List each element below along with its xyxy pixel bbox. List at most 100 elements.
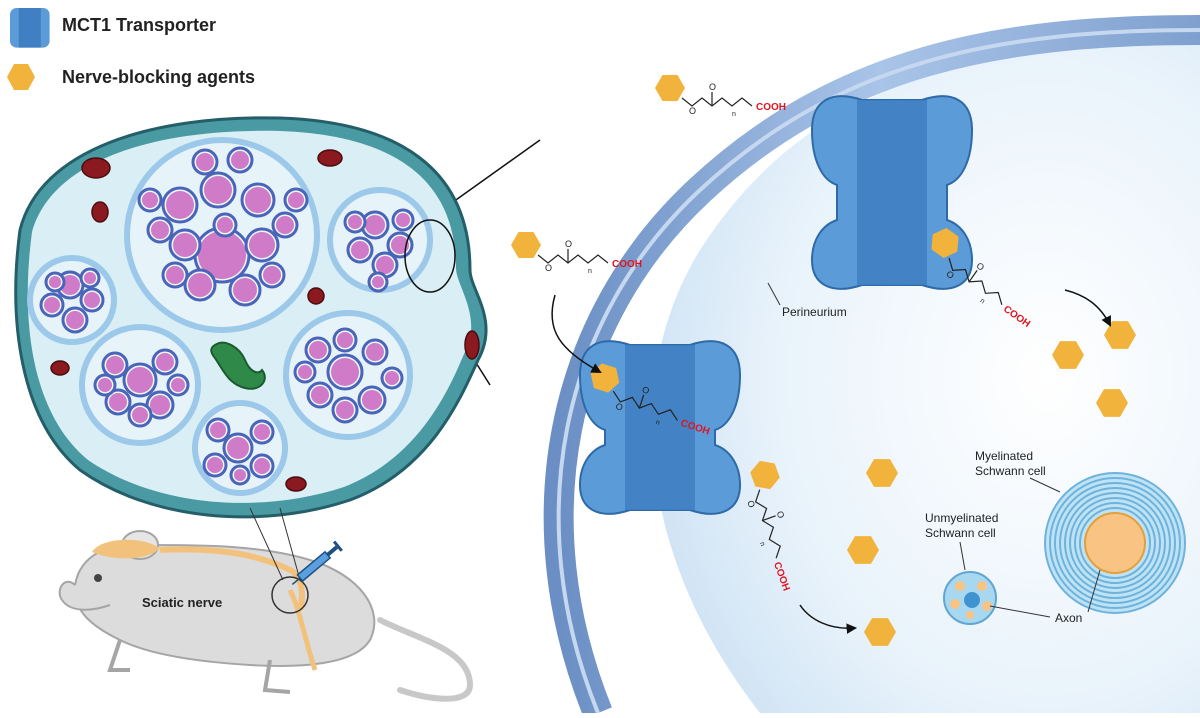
blood-vessel [285, 476, 307, 492]
axon-core [217, 217, 233, 233]
agent-hexagon [655, 75, 685, 101]
axon-core [276, 216, 294, 234]
unmyelinated-axon-1 [955, 581, 965, 591]
blood-vessel [91, 201, 109, 223]
perineurium-pointer [767, 282, 781, 306]
axon-core [254, 458, 270, 474]
mouse-tail [377, 617, 474, 702]
axon-core [207, 457, 223, 473]
axon-core [66, 311, 84, 329]
repeat-subscript: n [732, 111, 736, 118]
ester-oxygen: O [614, 401, 624, 413]
blood-vessel [50, 360, 70, 376]
free-agent-hexagon [1096, 389, 1128, 417]
legend-agent-icon [7, 64, 35, 90]
axon-core [204, 176, 232, 204]
ester-oxygen: O [945, 269, 956, 281]
axon-core [331, 358, 359, 386]
carbonyl-bond [968, 270, 978, 283]
syringe-icon [291, 540, 343, 586]
arrow-entry [551, 294, 602, 374]
zoom-line-mouse-left [249, 507, 284, 581]
sciatic-nerve-label: Sciatic nerve [142, 595, 222, 610]
repeat-subscript: n [979, 297, 986, 305]
axon-core [132, 407, 148, 423]
myelin-wrap [1074, 502, 1156, 584]
axon-core [198, 231, 246, 279]
axon-core [150, 395, 170, 415]
axon-core [372, 276, 384, 288]
axon-label: Axon [1055, 611, 1082, 625]
myelinated-schwann-cell: Myelinated Schwann cell [975, 449, 1186, 614]
blood-vessel [317, 149, 343, 167]
axon-core [231, 151, 249, 169]
free-agent-hexagon [1104, 321, 1136, 349]
mouse-eye [94, 574, 102, 582]
oxygen-atom: O [775, 510, 787, 520]
mouse-leg-back [262, 659, 291, 694]
legend-agent-label: Nerve-blocking agents [62, 67, 255, 87]
zoom-circle [404, 219, 456, 293]
zoom-line-mouse-right [279, 507, 301, 581]
nerve-cross-section [14, 116, 488, 519]
axon-core [366, 343, 384, 361]
unmyelinated-nucleus [964, 592, 980, 608]
unmyelinated-axon-4 [982, 601, 992, 611]
oxygen-atom: O [975, 260, 986, 272]
repeat-subscript: n [655, 419, 661, 427]
axon-core [84, 272, 96, 284]
myelinated-pointer [1029, 477, 1061, 493]
axon-core [151, 221, 169, 239]
unmyelinated-schwann-cell: Unmyelinated Schwann cell [925, 511, 998, 625]
ester-oxygen: O [545, 263, 552, 273]
legend-transporter-icon [10, 8, 50, 48]
axon-core [288, 192, 304, 208]
axon-core [365, 215, 385, 235]
carbonyl-bond [762, 515, 776, 522]
axon-core [127, 367, 153, 393]
myelinated-label-line2: Schwann cell [975, 464, 1046, 478]
axon-core [98, 378, 112, 392]
unmyelinated-axon-2 [977, 581, 987, 591]
ester-chain [612, 390, 678, 421]
unmyelinated-label-line1: Unmyelinated [925, 511, 998, 525]
axon-core [166, 266, 184, 284]
blood-vessel [307, 287, 325, 305]
axon-core [109, 393, 127, 411]
axon-core [106, 356, 124, 374]
free-agent-hexagon [847, 536, 879, 564]
myelinated-label-line1: Myelinated [975, 449, 1033, 463]
unmyelinated-pointer [959, 541, 966, 571]
axon-core [49, 276, 61, 288]
axon-core [396, 213, 410, 227]
axon-core [298, 365, 312, 379]
axon-core [166, 191, 194, 219]
unmyelinated-axon-3 [950, 599, 960, 609]
free-agent-hexagon [1052, 341, 1084, 369]
mouse-sciatic-nerve-path [287, 588, 318, 671]
mouse-leg-front [107, 639, 130, 672]
axon-core [337, 332, 353, 348]
axon-core [234, 469, 246, 481]
carbonyl-bond [638, 394, 645, 409]
cooh-label: COOH [612, 259, 642, 270]
agent-hexagon [511, 232, 541, 258]
perineurium-membrane-highlight [556, 28, 1200, 714]
axon-core [210, 422, 226, 438]
ester-chain [537, 254, 609, 264]
axon-core [245, 187, 271, 213]
axon-core [249, 232, 275, 258]
legend-transporter-label: MCT1 Transporter [62, 15, 216, 35]
axon-core [348, 215, 362, 229]
axon-core [254, 424, 270, 440]
axon-core [351, 241, 369, 259]
oxygen-atom: O [709, 82, 716, 92]
repeat-subscript: n [758, 541, 766, 547]
axon-pointer-unmyelinated [989, 605, 1051, 618]
